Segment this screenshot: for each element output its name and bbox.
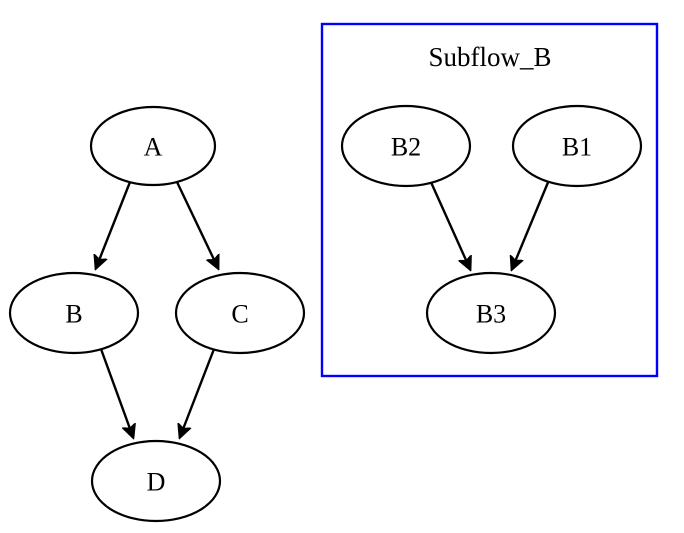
- edge-b-to-d[interactable]: [99, 348, 133, 437]
- edge-line-b2-b3[interactable]: [428, 179, 470, 269]
- edge-line-b-d[interactable]: [99, 348, 133, 437]
- node-b2-label: B2: [391, 133, 421, 162]
- node-c-ellipse[interactable]: [174, 271, 306, 355]
- node-c[interactable]: C: [174, 271, 306, 355]
- node-b-ellipse[interactable]: [8, 271, 140, 355]
- node-b[interactable]: B: [8, 271, 140, 355]
- node-b3[interactable]: B3: [425, 271, 557, 355]
- edge-c-to-d[interactable]: [180, 348, 216, 437]
- node-b-label: B: [65, 300, 82, 329]
- edge-a-to-b[interactable]: [96, 181, 132, 268]
- edge-line-b1-b3[interactable]: [512, 179, 551, 269]
- edge-b2-to-b3[interactable]: [428, 179, 470, 269]
- edge-a-to-c[interactable]: [175, 181, 218, 268]
- node-b1-ellipse[interactable]: [511, 104, 643, 188]
- node-a-ellipse[interactable]: [89, 105, 217, 187]
- edge-line-a-b[interactable]: [96, 181, 132, 268]
- cluster-label-subflow-b: Subflow_B: [428, 42, 551, 72]
- node-b2-ellipse[interactable]: [340, 104, 472, 188]
- node-b1-label: B1: [562, 133, 592, 162]
- node-b2[interactable]: B2: [340, 104, 472, 188]
- node-d[interactable]: D: [90, 439, 222, 523]
- node-group: A B C D B2 B1: [8, 104, 643, 523]
- node-a-label: A: [144, 133, 163, 162]
- node-a[interactable]: A: [89, 105, 217, 187]
- node-b3-ellipse[interactable]: [425, 271, 557, 355]
- node-c-label: C: [231, 300, 248, 329]
- node-b3-label: B3: [476, 300, 506, 329]
- edge-line-c-d[interactable]: [180, 348, 216, 437]
- edge-line-a-c[interactable]: [175, 181, 218, 268]
- cluster-subflow-b[interactable]: Subflow_B: [320, 22, 659, 378]
- edge-group: [96, 179, 551, 437]
- node-b1[interactable]: B1: [511, 104, 643, 188]
- edge-b1-to-b3[interactable]: [512, 179, 551, 269]
- cluster-border-rect[interactable]: [320, 22, 659, 378]
- node-d-ellipse[interactable]: [90, 439, 222, 523]
- node-d-label: D: [147, 468, 166, 497]
